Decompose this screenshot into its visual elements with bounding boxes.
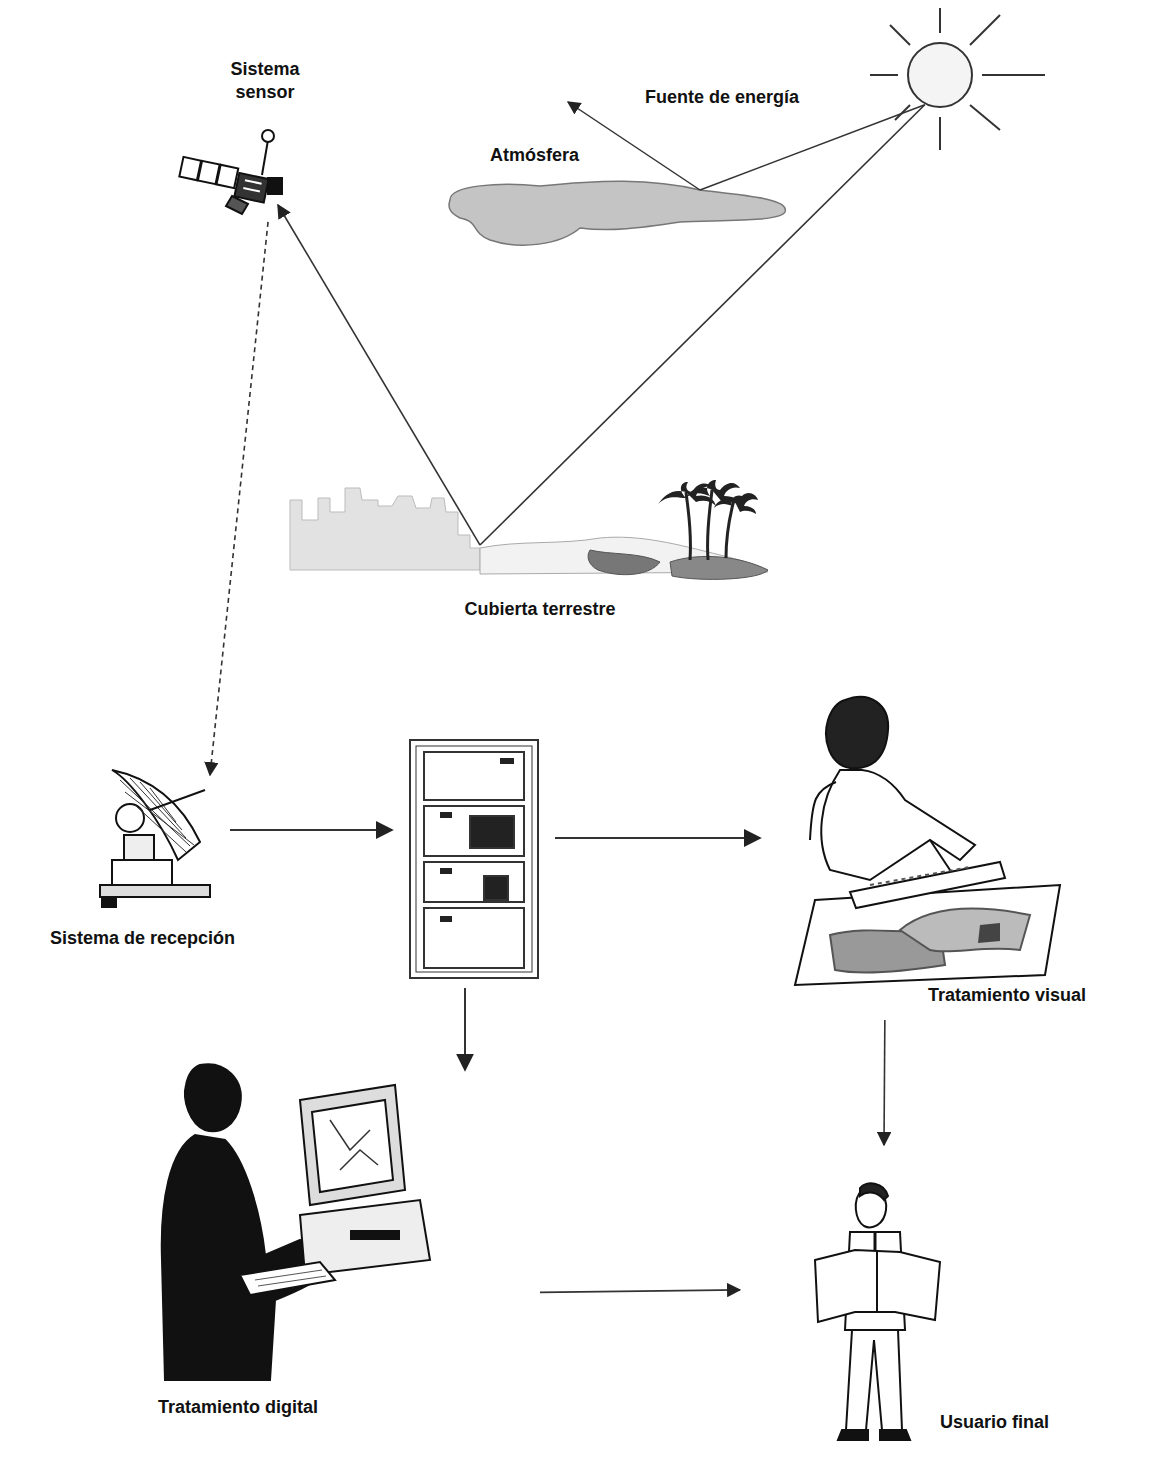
digital-processing: Tratamiento digital [140,1030,540,1423]
land-cover: Cubierta terrestre [285,470,775,630]
energy-source: Fuente de energía [630,15,1070,145]
connector [700,105,925,190]
node-label: Sistema sensor [210,58,320,105]
receiving-system: Sistema de recepción [40,745,290,955]
node-label: Tratamiento digital [158,1396,318,1419]
end-user [815,1183,940,1440]
node-label: Usuario final [940,1411,1049,1434]
node-label: Fuente de energía [645,86,799,109]
sensor-system: Sistema sensor [175,55,355,230]
node-label: Cubierta terrestre [430,598,650,621]
connector [540,1290,740,1292]
visual-processing: Tratamiento visual [790,690,1140,1020]
satellite [178,130,282,214]
flow-arrows [230,830,760,1070]
connector [278,205,480,545]
connector [210,222,268,775]
atmosphere-cloud [449,181,785,245]
atmosphere: Atmósfera [440,140,790,255]
scatter-arrow [568,102,700,190]
node-label: Atmósfera [490,144,579,167]
processing-rack [410,740,538,978]
node-label: Tratamiento visual [928,984,1086,1007]
node-label: Sistema de recepción [50,927,235,950]
digital-operator [162,1064,430,1380]
visual-interpreter [795,697,1060,985]
land-cover [290,480,768,579]
connector [883,1020,885,1145]
connector [480,105,925,545]
sun [870,8,1045,150]
receiving-dish [100,770,210,907]
end-user: Usuario final [740,1145,1100,1460]
